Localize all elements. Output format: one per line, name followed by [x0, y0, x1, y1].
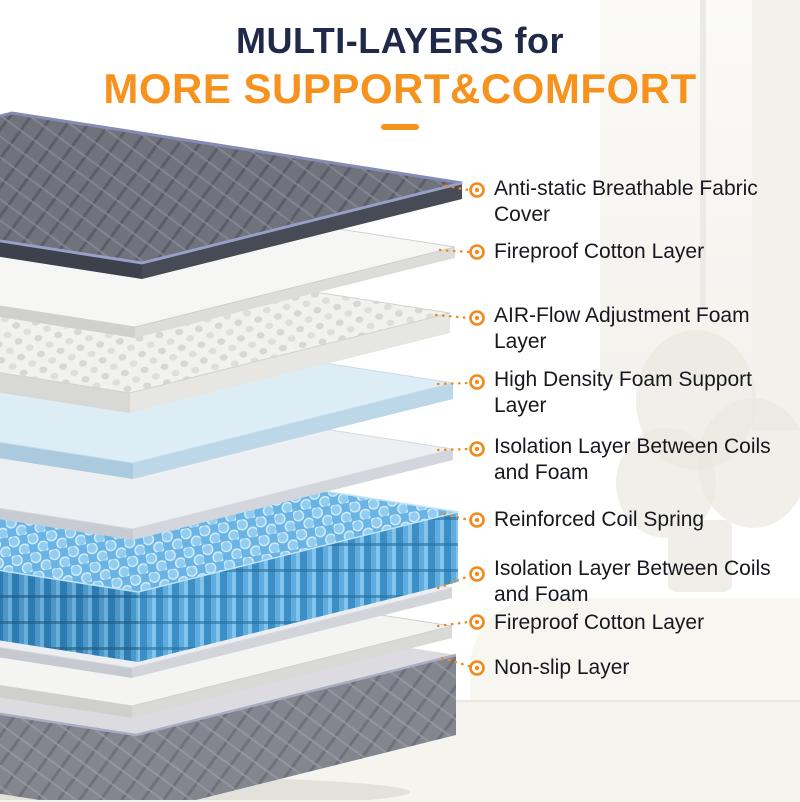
- ring-dot-icon: [469, 244, 485, 260]
- callout-line: [440, 656, 471, 668]
- ring-dot-icon: [469, 182, 485, 198]
- callout-markers: [469, 182, 485, 676]
- ring-dot-icon: [469, 441, 485, 457]
- callout-line: [436, 620, 471, 628]
- callout-label-coil-spring: Reinforced Coil Spring: [494, 508, 705, 531]
- title-underline: [381, 124, 419, 130]
- callout-label-airflow-foam: AIR-Flow Adjustment Foam Layer: [494, 304, 750, 353]
- ring-dot-icon: [469, 310, 485, 326]
- ring-dot-icon: [469, 374, 485, 390]
- plant-leaf: [616, 428, 716, 538]
- callout-line: [436, 381, 471, 386]
- curtain: [752, 0, 800, 430]
- callout-line: [436, 447, 471, 452]
- callout-label-isolation-bottom: Isolation Layer Between Coils and Foam: [494, 557, 771, 606]
- callout-line: [434, 313, 471, 320]
- ring-dot-icon: [469, 614, 485, 630]
- callout-line: [438, 248, 471, 254]
- callout-label-high-density-foam: High Density Foam Support Layer: [494, 368, 752, 417]
- ring-dot-icon: [469, 512, 485, 528]
- callout-line: [442, 512, 471, 522]
- layer-fabric-cover: [0, 111, 463, 279]
- callout-leaders: [434, 184, 471, 668]
- window-frame: [700, 0, 706, 310]
- callout-label-isolation-top: Isolation Layer Between Coils and Foam: [494, 435, 771, 484]
- ring-dot-icon: [469, 566, 485, 582]
- page-subtitle: MORE SUPPORT&COMFORT: [103, 65, 697, 112]
- callout-label-fireproof-cotton-bottom: Fireproof Cotton Layer: [494, 611, 705, 634]
- ring-dot-icon: [469, 660, 485, 676]
- plant-leaf: [698, 398, 800, 528]
- callout-label-non-slip: Non-slip Layer: [494, 656, 630, 679]
- callout-label-fireproof-cotton-top: Fireproof Cotton Layer: [494, 240, 705, 263]
- callout-label-fabric-cover: Anti-static Breathable Fabric Cover: [494, 177, 758, 226]
- callout-line: [436, 574, 471, 590]
- page-title: MULTI-LAYERS for: [236, 20, 564, 61]
- header: MULTI-LAYERS for MORE SUPPORT&COMFORT: [0, 20, 800, 130]
- plant-pot: [668, 520, 732, 592]
